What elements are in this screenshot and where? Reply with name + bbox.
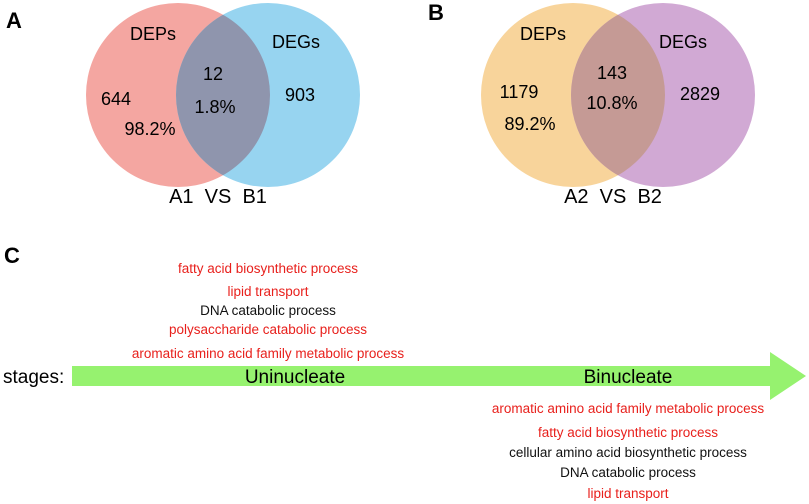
venn-b-deps-label: DEPs: [520, 24, 566, 44]
venn-b-comparison: A2 VS B2: [564, 186, 662, 208]
venn-a-degs-count: 903: [285, 85, 315, 105]
venn-a-overlap: [176, 3, 270, 187]
panel-b-letter: B: [428, 0, 444, 25]
binucleate-term: aromatic amino acid family metabolic pro…: [492, 401, 765, 416]
stages-axis-label: stages:: [3, 367, 64, 388]
panel-a: A DEPs DEGs 644 98.2% 12 1.8% 903 A1 VS …: [6, 3, 360, 208]
stage-label-binucleate: Binucleate: [584, 367, 673, 388]
venn-a-overlap-percent: 1.8%: [194, 97, 235, 117]
venn-a-deps-count: 644: [101, 89, 131, 109]
binucleate-term: lipid transport: [587, 486, 668, 501]
venn-a-overlap-count: 12: [203, 64, 223, 84]
uninucleate-term: DNA catabolic process: [200, 303, 336, 318]
panel-a-letter: A: [6, 8, 22, 33]
venn-b-overlap-count: 143: [597, 63, 627, 83]
venn-b-degs-count: 2829: [680, 84, 720, 104]
panel-c: C fatty acid biosynthetic process lipid …: [3, 243, 806, 501]
panel-b: B DEPs DEGs 1179 89.2% 143 10.8% 2829 A2…: [428, 0, 755, 208]
venn-a-deps-label: DEPs: [130, 24, 176, 44]
venn-b-overlap-percent: 10.8%: [586, 93, 637, 113]
venn-b-overlap: [571, 3, 665, 187]
venn-b-degs-label: DEGs: [659, 32, 707, 52]
venn-b-deps-count: 1179: [500, 82, 539, 102]
stage-timeline-arrow: [72, 352, 806, 400]
uninucleate-term: lipid transport: [227, 284, 308, 299]
uninucleate-term: aromatic amino acid family metabolic pro…: [132, 346, 405, 361]
binucleate-term: fatty acid biosynthetic process: [538, 425, 718, 440]
binucleate-term: DNA catabolic process: [560, 465, 696, 480]
venn-a-deps-percent: 98.2%: [124, 119, 175, 139]
binucleate-term: cellular amino acid biosynthetic process: [509, 445, 747, 460]
venn-b-deps-percent: 89.2%: [504, 114, 555, 134]
venn-a-degs-label: DEGs: [272, 32, 320, 52]
uninucleate-term: fatty acid biosynthetic process: [178, 261, 358, 276]
stage-label-uninucleate: Uninucleate: [245, 367, 345, 388]
venn-a-comparison: A1 VS B1: [169, 186, 267, 208]
uninucleate-term: polysaccharide catabolic process: [169, 322, 367, 337]
panel-c-letter: C: [4, 243, 20, 268]
